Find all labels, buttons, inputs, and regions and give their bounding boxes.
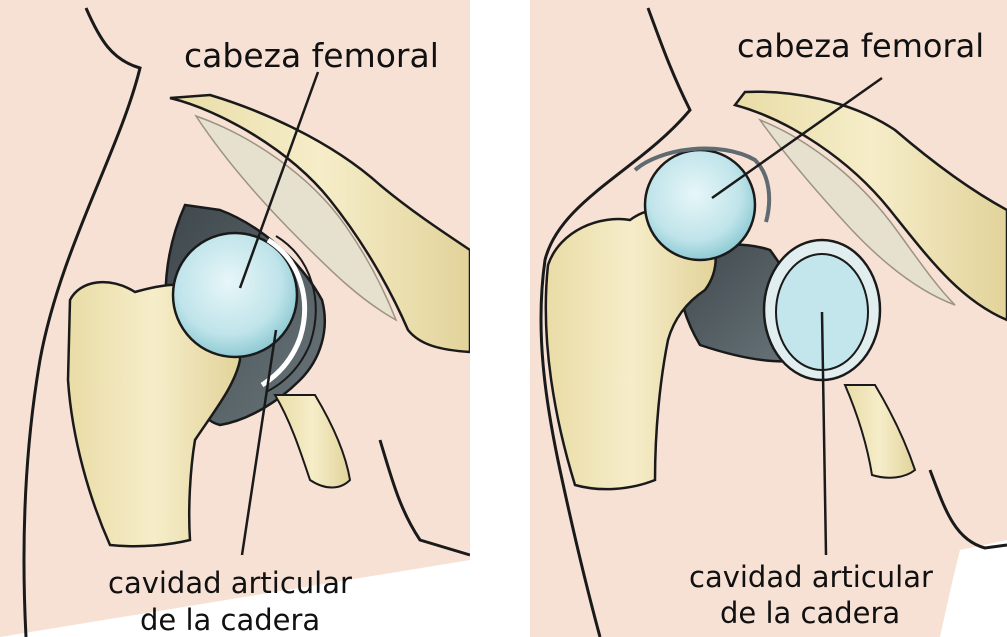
right-cavity-label-line1: cavidad articular [689, 560, 933, 594]
right-femoral-head-label: cabeza femoral [737, 27, 984, 65]
left-cavity-label-line2: de la cadera [140, 603, 320, 637]
right-cavity-label-line2: de la cadera [720, 596, 900, 630]
left-femoral-head [173, 233, 297, 357]
right-femoral-head [645, 150, 755, 260]
left-femoral-head-label: cabeza femoral [184, 36, 439, 75]
right-figure-dislocated-hip [530, 0, 1007, 637]
left-cavity-label-line1: cavidad articular [108, 566, 352, 600]
left-figure-normal-hip [0, 0, 470, 637]
